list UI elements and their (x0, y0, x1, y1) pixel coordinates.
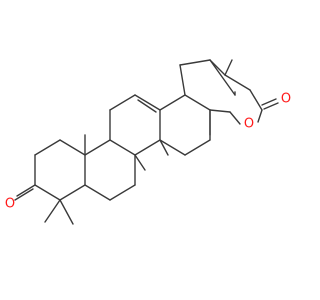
bond (14, 188, 34, 201)
bond (109, 139, 136, 156)
bond (159, 94, 186, 111)
bond (59, 184, 86, 201)
bond (229, 111, 241, 125)
bond (159, 139, 186, 156)
skeletal-formula-diagram: O O O (5, 59, 291, 225)
bond (34, 139, 61, 156)
bond (134, 139, 161, 156)
bond (84, 139, 111, 156)
bond (261, 98, 277, 106)
bond (224, 74, 251, 91)
bond (84, 184, 111, 201)
lactone-carbonyl-oxygen-label: O (281, 92, 291, 107)
bond (184, 94, 211, 111)
bond (179, 59, 211, 66)
bond (224, 59, 233, 76)
bond (134, 94, 161, 111)
bond (134, 154, 146, 171)
bond (257, 109, 263, 123)
double-bond-inner (137, 99, 157, 113)
ring-oxygen-label: O (244, 117, 254, 132)
bond (59, 139, 86, 156)
ketone-oxygen-label: O (5, 197, 15, 212)
gem-dimethyl-c4 (44, 199, 74, 225)
bond (209, 59, 226, 76)
ketone-group (14, 184, 36, 201)
bond (184, 139, 211, 156)
bond (34, 184, 61, 201)
bond (44, 199, 61, 223)
bond (59, 199, 74, 225)
bond (179, 64, 186, 96)
bond (209, 59, 236, 96)
lactone-bridge (209, 59, 279, 125)
bond (249, 89, 263, 111)
ring-c-bonds (109, 94, 161, 156)
ring-a-bonds (34, 139, 86, 201)
bond (16, 184, 36, 197)
bond (109, 94, 136, 111)
ring-d-bonds (159, 94, 211, 156)
ring-e-bonds (179, 59, 236, 113)
methyls-c8-c14 (134, 139, 169, 171)
bond (263, 102, 279, 110)
bond (109, 184, 136, 201)
ring-b-bonds (84, 139, 136, 201)
bond (209, 109, 231, 113)
atom-labels: O O O (5, 92, 291, 212)
bond (159, 139, 169, 156)
